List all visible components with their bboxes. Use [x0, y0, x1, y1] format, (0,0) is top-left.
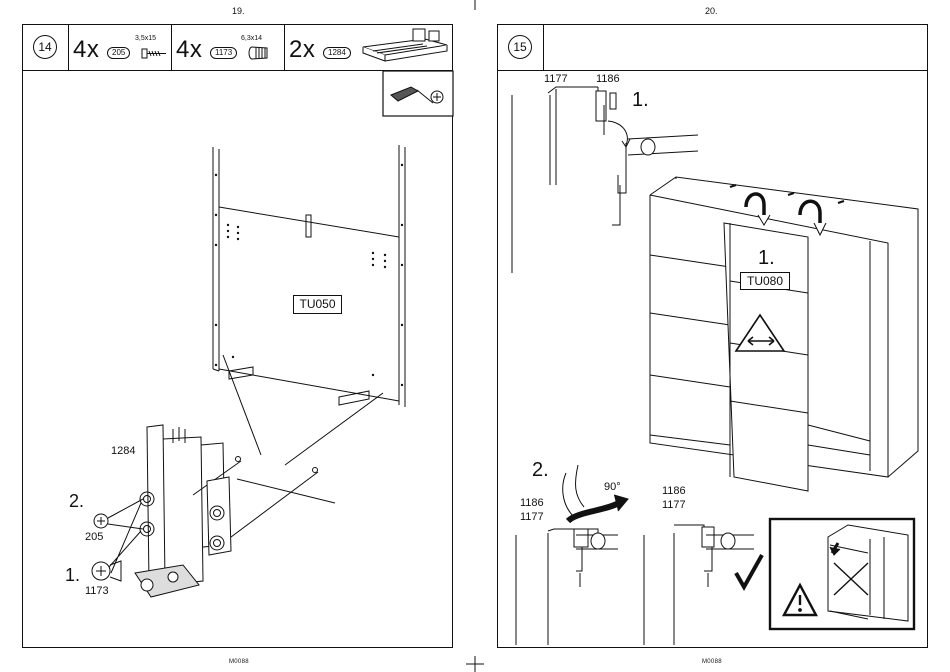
callout-bl-1186: 1186 — [520, 497, 544, 509]
page-frame-right: 15 — [497, 24, 928, 648]
callout-bm-1186: 1186 — [662, 485, 686, 497]
callout-bottom-step-2: 2. — [532, 459, 549, 482]
callout-top-step-1: 1. — [632, 89, 649, 112]
callout-top-1177: 1177 — [544, 73, 568, 85]
footer-code-right: M0088 — [702, 659, 722, 665]
cross-icon — [834, 563, 868, 595]
callout-top-1186: 1186 — [596, 73, 620, 85]
callout-angle-90: 90° — [604, 481, 621, 493]
callout-bl-1177: 1177 — [520, 511, 544, 523]
callout-door-step-1: 1. — [758, 247, 775, 270]
door-label-tu080: TU080 — [740, 272, 790, 290]
callout-bm-1177: 1177 — [662, 499, 686, 511]
page-number-right: 20. — [705, 6, 718, 16]
assembly-drawing-15 — [498, 25, 929, 649]
checkmark-icon — [736, 555, 762, 587]
